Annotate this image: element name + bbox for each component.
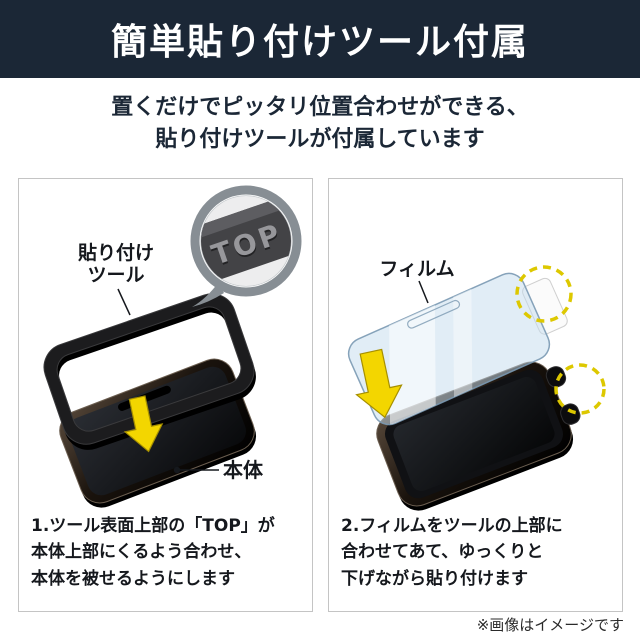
magnifier-tail xyxy=(192,283,224,307)
tool-label-line1: 貼り付け xyxy=(78,241,154,264)
highlight-circle-bottom xyxy=(554,363,606,415)
panel-step-2: フィルム 2.フィルムをツールの上部に 合わせてあて、ゆっくりと 下げながら貼り… xyxy=(328,178,623,612)
step1-caption-line2: 本体上部にくるよう合わせ、 xyxy=(31,542,252,563)
film-notch-outline xyxy=(407,299,461,329)
step1-caption-line3: 本体を被せるようにします xyxy=(31,568,235,589)
highlight-circle-top xyxy=(515,265,573,323)
film-label: フィルム xyxy=(379,258,454,280)
film-shine-1 xyxy=(389,304,436,426)
step2-caption-line3: 下げながら貼り付けます xyxy=(341,568,528,589)
page-title: 簡単貼り付けツール付属 xyxy=(110,22,529,63)
step1-caption-line1: 1.ツール表面上部の「TOP」が xyxy=(31,516,275,536)
tool-label-line2: ツール xyxy=(87,264,144,286)
step1-illustration: 貼り付け ツール TOP TOP xyxy=(43,185,302,508)
image-disclaimer-note: ※画像はイメージです xyxy=(476,616,624,634)
phone-screen xyxy=(393,377,555,491)
step2-caption-line1: 2.フィルムをツールの上部に xyxy=(341,516,563,536)
film-leader-line xyxy=(418,280,429,304)
down-arrow-step1 xyxy=(123,395,164,453)
step2-illustration: フィルム xyxy=(347,258,606,511)
film-shine-2 xyxy=(453,288,473,398)
tool-tab-bottom xyxy=(560,403,581,425)
tool-tab-top xyxy=(545,366,567,388)
header-banner: 簡単貼り付けツール付属 xyxy=(0,0,640,78)
phone-with-tool-illustration xyxy=(376,361,581,511)
steps-container: 貼り付け ツール TOP TOP xyxy=(18,178,623,612)
body-label: 本体 xyxy=(223,458,264,482)
tool-leader-line xyxy=(117,288,131,316)
step2-caption: 2.フィルムをツールの上部に 合わせてあて、ゆっくりと 下げながら貼り付けます xyxy=(329,513,622,592)
subtitle-line-2: 貼り付けツールが付属しています xyxy=(155,126,485,152)
top-plate xyxy=(201,196,291,284)
subtitle: 置くだけでピッタリ位置合わせができる、 貼り付けツールが付属しています xyxy=(0,92,640,156)
top-plate-edge xyxy=(201,196,291,243)
step1-caption: 1.ツール表面上部の「TOP」が 本体上部にくるよう合わせ、 本体を被せるように… xyxy=(19,513,312,592)
step2-caption-line2: 合わせてあて、ゆっくりと xyxy=(341,542,544,563)
panel-step-1: 貼り付け ツール TOP TOP xyxy=(18,178,313,612)
subtitle-line-1: 置くだけでピッタリ位置合わせができる、 xyxy=(111,95,529,120)
down-arrow-step2 xyxy=(355,348,403,419)
top-magnifier: TOP TOP xyxy=(190,185,302,307)
